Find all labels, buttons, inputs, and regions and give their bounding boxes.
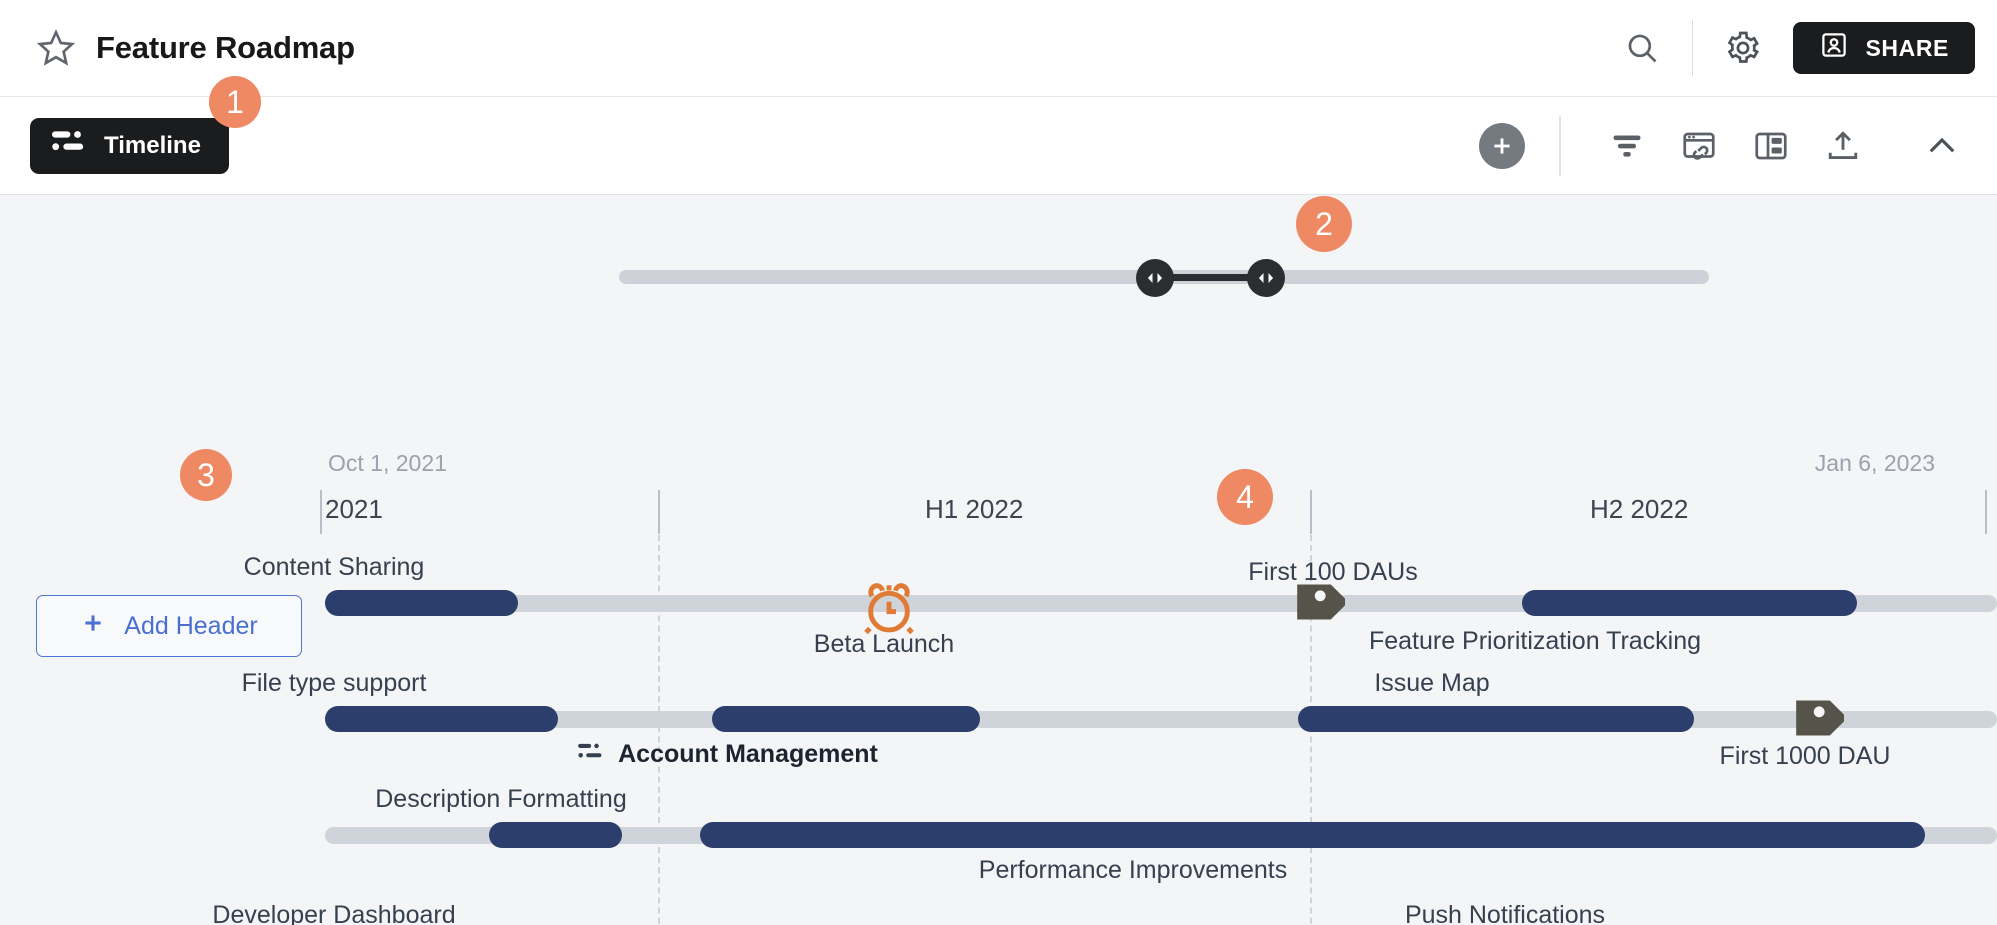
share-label: SHARE (1865, 34, 1949, 61)
period-tick (658, 490, 660, 534)
timeline-label: Timeline (104, 131, 201, 159)
page-title: Feature Roadmap (96, 30, 355, 65)
timeline-bar-label: Performance Improvements (978, 856, 1288, 884)
header-actions: SHARE (1606, 18, 1975, 78)
timeline-bar-label: Description Formatting (375, 785, 627, 813)
timeline-icon (578, 740, 604, 769)
header-divider (1692, 20, 1694, 76)
scrubber-handle-right[interactable] (1247, 259, 1285, 297)
period-label: H2 2022 (1590, 494, 1689, 524)
board-link-icon[interactable] (1663, 116, 1735, 176)
timeline-bar[interactable] (1298, 706, 1694, 732)
timeline-scrubber[interactable] (0, 259, 1997, 297)
annotation-badge: 4 (1217, 469, 1273, 525)
timeline-view-button[interactable]: Timeline (30, 117, 229, 174)
search-icon[interactable] (1606, 18, 1678, 78)
annotation-badge: 2 (1296, 196, 1352, 252)
upload-icon[interactable] (1807, 116, 1879, 176)
timeline-bar-label: Account Management (578, 740, 878, 769)
milestone-tag-icon[interactable] (1782, 687, 1848, 749)
scrubber-selection[interactable] (1152, 274, 1282, 281)
timeline-bar-label: Developer Dashboard (212, 901, 456, 925)
plus-icon (80, 610, 106, 643)
timeline-bar-label: File type support (241, 669, 427, 697)
timeline-bar-label: Issue Map (1374, 669, 1490, 697)
add-item-button[interactable] (1479, 122, 1525, 169)
timeline-canvas: Oct 1, 2021 Jan 6, 2023 2021 H1 2022 H2 20… (0, 195, 1997, 925)
period-label: H1 2022 (925, 494, 1024, 524)
timeline-end-date: Jan 6, 2023 (1814, 450, 1935, 476)
period-header-row: 2021 H1 2022 H2 2022 (0, 490, 1997, 542)
timeline-bar-label: Push Notifications (1404, 901, 1606, 925)
timeline-bar-label: Feature Prioritization Tracking (1368, 627, 1702, 655)
milestone-label: First 100 DAUs (1248, 558, 1418, 586)
app-header: Feature Roadmap SHARE (0, 0, 1997, 97)
timeline-bar[interactable] (712, 706, 980, 732)
toolbar-actions (1479, 115, 1975, 176)
timeline-bar[interactable] (325, 590, 518, 616)
period-tick (1985, 490, 1987, 534)
timeline-bar[interactable] (325, 706, 558, 732)
lane-track[interactable] (325, 711, 1997, 728)
timeline-start-date: Oct 1, 2021 (328, 450, 447, 476)
timeline-bar[interactable] (1522, 590, 1857, 616)
gear-icon[interactable] (1707, 18, 1779, 78)
chevron-up-icon[interactable] (1909, 116, 1975, 176)
layout-panel-icon[interactable] (1735, 116, 1807, 176)
period-tick (320, 490, 322, 534)
milestone-label: First 1000 DAU (1719, 742, 1891, 770)
scrubber-handle-left[interactable] (1136, 259, 1174, 297)
timeline-bar[interactable] (489, 822, 622, 848)
timeline-bar-label: Content Sharing (243, 553, 425, 581)
period-tick (1310, 490, 1312, 534)
annotation-badge: 1 (209, 76, 261, 128)
milestone-clock-icon[interactable] (858, 577, 920, 639)
grid-line (658, 535, 660, 925)
toolbar-divider (1559, 115, 1561, 176)
timeline-icon (52, 129, 86, 162)
star-icon[interactable] (36, 28, 76, 68)
milestone-label: Beta Launch (813, 630, 955, 658)
view-toolbar: Timeline (0, 97, 1997, 195)
annotation-badge: 3 (180, 449, 232, 501)
filter-icon[interactable] (1591, 116, 1663, 176)
add-header-button[interactable]: Add Header (36, 595, 302, 657)
add-header-label: Add Header (124, 611, 258, 640)
timeline-bar[interactable] (700, 822, 1925, 848)
share-button[interactable]: SHARE (1793, 22, 1975, 74)
period-label: 2021 (325, 494, 383, 524)
contact-card-icon (1819, 30, 1849, 66)
milestone-tag-icon[interactable] (1283, 571, 1349, 633)
